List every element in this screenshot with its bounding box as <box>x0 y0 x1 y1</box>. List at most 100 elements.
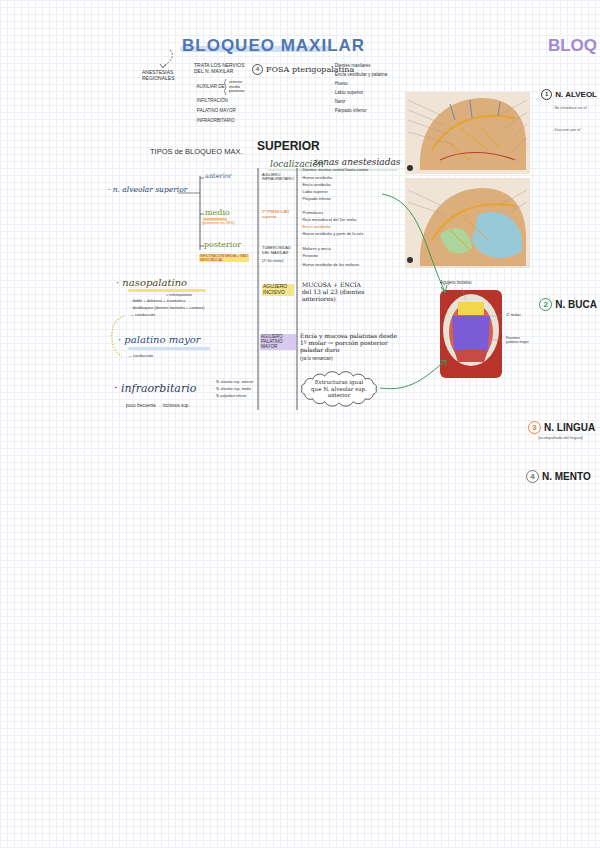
note-text: BLOQ <box>548 36 597 56</box>
note-text: 2º PREMOLAR superior <box>262 210 294 219</box>
note-text: · desbloqueo (dientes frontales + canino… <box>130 306 205 311</box>
number-circle: 2 <box>539 298 552 311</box>
leader-lines <box>462 288 503 340</box>
note-text: · nasopalatino <box>116 277 187 289</box>
note-text: AGUJERO INCISIVO <box>262 284 294 296</box>
column-line <box>258 168 259 410</box>
note-text: · Periostio <box>300 254 318 259</box>
section-heading: FOSA pterigopalatina <box>266 65 354 74</box>
note-text: (2º-3er molar) <box>262 259 284 263</box>
page-title: BLOQUEO MAXILAR <box>182 36 365 56</box>
note-text: (acompañado del lingual) <box>538 436 583 441</box>
note-text: · Hueso <box>332 81 348 86</box>
note-text: 1º molar <box>506 313 521 318</box>
note-text: · INFILTRACIÓN <box>194 98 228 103</box>
note-text: · Párpado inferior <box>332 108 367 113</box>
section-heading: N. ALVEOL <box>555 90 597 99</box>
number-circle: 3 <box>528 421 541 434</box>
bracket <box>200 176 201 250</box>
numbered-heading: 1N. ALVEOL <box>541 89 597 100</box>
note-text: medio <box>205 208 230 217</box>
note-text: AGUJERO PALATINO MAYOR <box>260 334 296 350</box>
arrow-head <box>440 360 446 366</box>
bracket <box>200 178 204 179</box>
note-text: · N. alveolar sup. medio <box>214 387 251 391</box>
note-text: TRATA LOS NERVIOS DEL N. MAXILAR <box>194 63 254 75</box>
note-text: · palatino mayor <box>118 334 201 346</box>
arrow-head <box>160 64 166 68</box>
cloud-text: Estructuras igual que N. alveolar sup. a… <box>309 379 369 399</box>
number-circle: 4 <box>526 470 539 483</box>
section-heading: N. MENTO <box>542 471 591 482</box>
note-text: - Discurre por el <box>552 128 580 133</box>
note-text: · N. palpebral inferior <box>214 394 247 398</box>
note-text: → conducción <box>128 354 153 359</box>
note-text: · AUXILIAR DE <box>194 84 225 89</box>
note-text: poco frecuente → incisivos sup. <box>126 403 190 408</box>
note-text: AGUJERO INFRAORBITARIO <box>262 173 294 182</box>
note-text: · doble + dolorosa + traumática <box>130 299 185 304</box>
note-text: · Encía vestibular <box>300 183 331 188</box>
note-text: (presente en 28%) <box>202 221 235 226</box>
palate-image <box>440 290 502 378</box>
number-circle: 1 <box>541 89 552 100</box>
note-text: · PALATINO MAYOR <box>194 108 236 113</box>
section-heading: N. BUCA <box>555 299 597 310</box>
note-text: · Raíz mesiobucal del 1er molar <box>300 218 356 223</box>
note-text: → conducción <box>130 313 155 318</box>
note-text: TUBEROSIDAD DEL MAXILAR <box>262 246 294 255</box>
section-heading: N. LINGUA <box>544 422 595 433</box>
numbered-heading: 2N. BUCA <box>539 298 597 311</box>
note-text: MUCOSA + ENCÍA del 13 al 23 (dientes ant… <box>302 282 368 303</box>
cloud-shape: Estructuras igual que N. alveolar sup. a… <box>300 373 378 405</box>
note-text: · Hueso vestibular <box>300 176 332 181</box>
note-text: + esfenopalatino <box>166 293 192 297</box>
note-text: anterior <box>205 173 232 180</box>
note-text: · n. alveolar superior <box>108 186 187 195</box>
note-text: Foramen palatino mayor <box>506 336 530 344</box>
note-text: · Premolares <box>300 211 323 216</box>
numbered-heading: 4FOSA pterigopalatina <box>252 64 354 75</box>
dashed-arrow <box>163 50 172 67</box>
note-text: anterior medio posterior <box>229 80 251 94</box>
note-text: · N. alveolar sup. anterior <box>214 380 253 384</box>
note-text: zonas anestesiadas <box>313 157 400 167</box>
note-text: INFILTRACIÓN MEDIA + RAÍZ MESIOBUCAL <box>199 254 249 262</box>
brace <box>225 79 227 95</box>
note-text: TIPOS de BLOQUEO MAX. <box>150 148 243 157</box>
note-text: · infraorbitario <box>114 383 196 396</box>
note-text: (ya lo remarcan) <box>300 356 333 361</box>
note-text: posterior <box>204 240 241 249</box>
highlight <box>128 347 210 350</box>
note-text: · Labio superior <box>332 90 363 95</box>
green-arrow <box>380 360 446 389</box>
note-text: · Hueso vestibular y parte de la raíz <box>300 232 363 237</box>
bracket <box>200 246 204 247</box>
cloud-outline <box>302 372 377 406</box>
anatomy-image <box>405 178 530 268</box>
note-text: Encía y mucosa palatinas desde 1º molar … <box>300 333 404 354</box>
note-text: ANESTESIAS REGIONALES <box>142 70 184 82</box>
numbered-heading: 4N. MENTO <box>526 470 591 483</box>
anatomy-image <box>405 92 530 174</box>
note-text: - Se introduce en el <box>552 106 587 111</box>
note-text: SUPERIOR <box>257 140 320 154</box>
note-text: Agujero incisivo <box>440 280 472 285</box>
note-text: · INFRAORBITARIO <box>194 118 235 123</box>
arrow-head <box>441 285 447 293</box>
bracket <box>200 214 204 215</box>
highlight <box>128 289 206 292</box>
column-line <box>297 168 298 410</box>
note-text: · Nariz <box>332 99 345 104</box>
green-arrow <box>382 194 445 292</box>
numbered-heading: 3N. LINGUA <box>528 421 595 434</box>
note-text: · Párpado inferior <box>300 197 331 202</box>
number-circle: 4 <box>252 64 263 75</box>
note-text: · Labio superior <box>300 190 328 195</box>
note-text: · Dientes: incisivo central hasta canino <box>300 168 368 173</box>
note-text: · Hueso vestibular de los molares <box>300 263 359 268</box>
note-text: · Encía vestibular <box>300 225 331 230</box>
note-text: · Molares y encía <box>300 247 331 252</box>
